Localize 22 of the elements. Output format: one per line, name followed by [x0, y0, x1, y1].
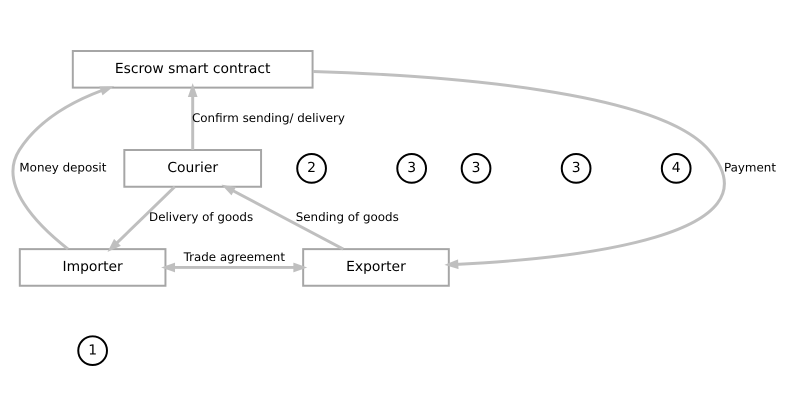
arrow	[12, 86, 114, 250]
node-box: Exporter	[302, 248, 450, 286]
node-circle: 3	[560, 152, 592, 184]
edge-label: Payment	[724, 160, 776, 174]
node-circle: 2	[296, 152, 327, 184]
node-circle: 1	[77, 334, 108, 366]
node-circle: 4	[660, 152, 692, 184]
edge-label: Trade agreement	[184, 250, 286, 264]
arrow	[107, 185, 176, 252]
node-circle: 3	[396, 152, 427, 184]
node-box: Courier	[123, 148, 262, 188]
arrow	[312, 69, 726, 269]
arrow	[222, 184, 344, 250]
edge-label: Sending of goods	[296, 209, 399, 224]
edge-label: Confirm sending/ delivery	[192, 110, 345, 124]
arrow	[161, 262, 308, 272]
edge-label: Delivery of goods	[149, 209, 254, 224]
node-box: Escrow smart contract	[72, 49, 314, 88]
node-circle: 3	[460, 152, 492, 184]
arrow	[188, 82, 198, 150]
edge-label: Money deposit	[19, 160, 106, 174]
node-box: Importer	[18, 248, 166, 286]
